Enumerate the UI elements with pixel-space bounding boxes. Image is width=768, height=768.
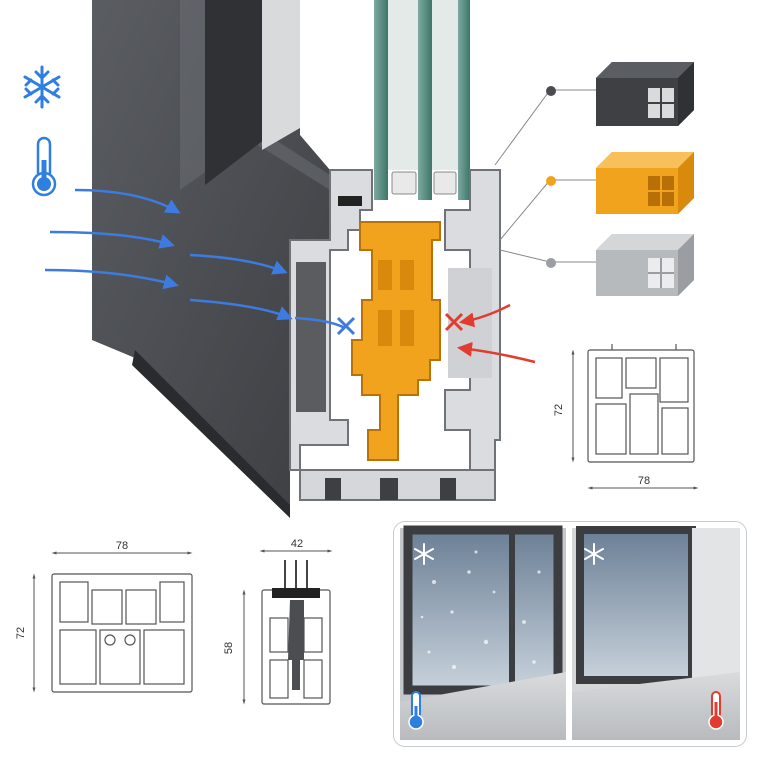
snowflake-icon — [414, 543, 434, 565]
component-legend — [494, 62, 694, 296]
thermal-break — [351, 221, 441, 461]
thermal-break-insulation-sample — [596, 152, 694, 214]
glass-cavity-1 — [388, 0, 418, 170]
panel-dry — [572, 526, 740, 740]
profile-technical-drawing-right: 72 78 — [553, 344, 699, 490]
narrow-glazing-lines — [284, 560, 308, 592]
thermal-break-slot-1 — [378, 260, 392, 290]
warm-arrow-2 — [457, 341, 536, 364]
leader-line-orange — [499, 179, 596, 241]
profile-technical-drawing-narrow: 42 58 — [223, 538, 333, 705]
cold-arrow-3 — [44, 268, 179, 290]
glass-cavity-2 — [432, 0, 458, 170]
thermometer-icon — [408, 691, 424, 730]
dimension-label-height-narrow: 58 — [223, 642, 235, 654]
cold-airflow-arrows — [44, 188, 356, 336]
snowflake-icon — [584, 543, 604, 565]
aluminum-light-profile-sample — [596, 234, 694, 296]
narrow-gasket — [272, 588, 320, 598]
sash-inner-face — [262, 0, 300, 150]
thermal-break-slot-2 — [400, 260, 414, 290]
spacer-1 — [391, 171, 417, 195]
cold-arrow-5 — [189, 298, 293, 321]
cold-arrow-6 — [294, 316, 346, 330]
triple-glazing — [374, 0, 470, 200]
thermometer-icon — [708, 691, 724, 730]
condensation-comparison-card — [393, 521, 747, 747]
dimension-label-width-right: 78 — [638, 475, 650, 487]
cold-arrow-1 — [74, 188, 181, 214]
legend-dot-orange — [546, 176, 556, 186]
legend-dot-light — [546, 258, 556, 268]
thermometer-icon — [31, 136, 57, 197]
bottom-rail-gap-3 — [440, 478, 456, 500]
snowflake-icon — [23, 65, 61, 109]
narrow-thermal-break — [288, 600, 304, 690]
profile-outline-right — [587, 344, 695, 463]
legend-dot-dark — [546, 86, 556, 96]
dimension-label-height-right: 72 — [553, 404, 565, 416]
bottom-rail-gap-1 — [325, 478, 341, 500]
profile-cross-section — [289, 169, 501, 501]
aluminum-dark-profile-sample — [596, 62, 694, 126]
gasket-top — [338, 196, 362, 206]
thermal-break-slot-4 — [400, 310, 414, 346]
dimension-label-width-left: 78 — [116, 540, 128, 552]
leader-line-dark — [494, 89, 596, 166]
profile-outline-left — [51, 573, 193, 693]
profile-technical-drawing-left: 78 72 — [15, 540, 193, 693]
cold-arrow-2 — [49, 230, 175, 249]
dimension-label-width-narrow: 42 — [291, 538, 303, 550]
cold-block-mark — [336, 316, 356, 336]
warm-block-mark — [444, 312, 464, 332]
bottom-rail-gap-2 — [380, 478, 398, 500]
panel-condensation — [400, 525, 566, 740]
dimension-label-height-left: 72 — [15, 627, 27, 639]
glass-pane-1 — [374, 0, 388, 200]
thermal-break-slot-3 — [378, 310, 392, 346]
glass-pane-2 — [418, 0, 432, 200]
outer-chamber-cavity — [296, 262, 326, 412]
window-frame-cutaway — [44, 0, 536, 518]
cold-arrow-4 — [189, 253, 288, 275]
glass-pane-3 — [458, 0, 470, 200]
frame-bottom-edge — [132, 350, 290, 518]
spacer-2 — [433, 171, 457, 195]
warm-arrow-1 — [459, 303, 511, 328]
condensation-droplets — [420, 550, 541, 669]
warm-airflow-arrows — [444, 303, 536, 364]
comparison-illustration — [400, 525, 740, 740]
